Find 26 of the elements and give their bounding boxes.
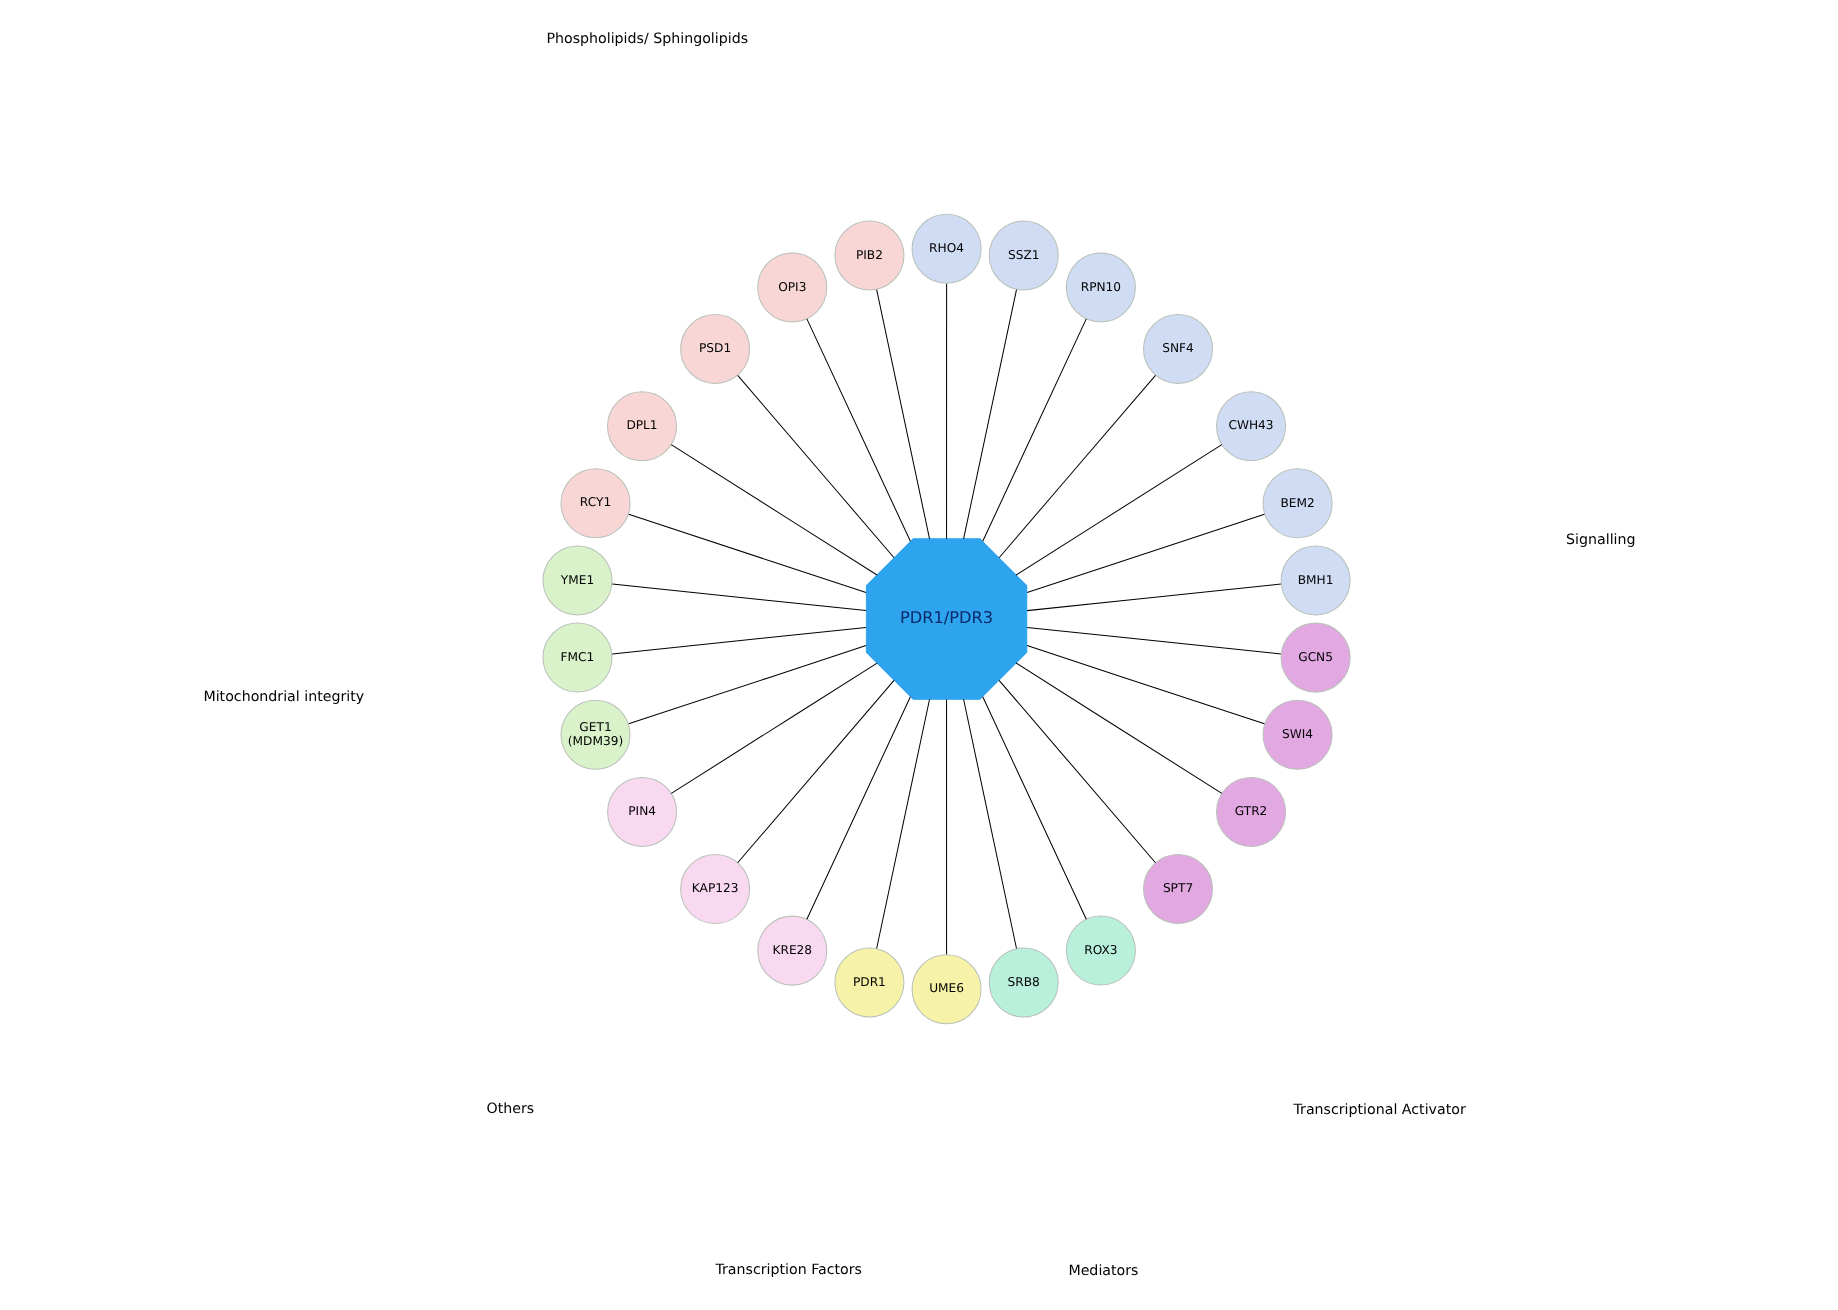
connector xyxy=(627,513,866,593)
connector xyxy=(1025,513,1264,593)
connector xyxy=(997,374,1155,559)
connector xyxy=(736,679,894,864)
connector xyxy=(875,698,930,950)
connector xyxy=(627,645,866,725)
connector xyxy=(610,626,866,655)
connector xyxy=(981,696,1086,920)
connector xyxy=(1025,626,1281,655)
connector xyxy=(610,583,866,612)
connector xyxy=(736,374,894,559)
connector xyxy=(981,318,1086,542)
connector xyxy=(1025,583,1281,612)
connector xyxy=(1014,444,1222,576)
connector xyxy=(997,679,1155,864)
connector xyxy=(669,662,877,794)
connector xyxy=(962,289,1016,540)
connector xyxy=(875,289,930,540)
connector xyxy=(945,698,947,955)
connector xyxy=(1025,645,1264,725)
connector xyxy=(962,698,1016,949)
connector xyxy=(669,444,877,576)
connector xyxy=(805,696,910,920)
connector xyxy=(945,283,947,540)
connector xyxy=(1014,662,1222,794)
connector xyxy=(805,318,910,542)
